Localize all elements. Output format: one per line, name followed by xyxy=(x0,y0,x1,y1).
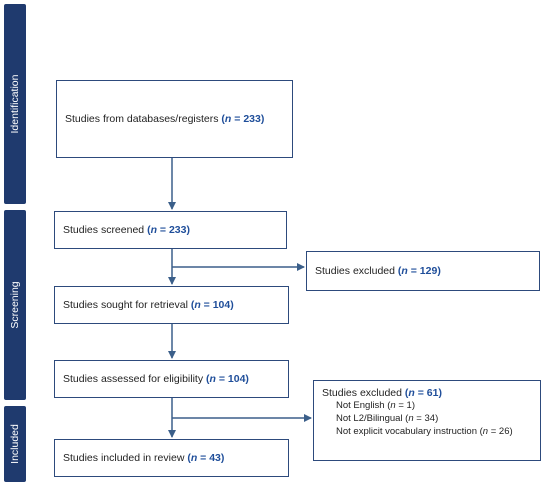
phase-screening-bar: Screening xyxy=(4,210,26,400)
exclusion-reason-item: Not explicit vocabulary instruction (n =… xyxy=(336,426,513,437)
node-assessed-eligibility-count: (n = 104) xyxy=(206,373,249,385)
node-sought-retrieval: Studies sought for retrieval (n = 104) xyxy=(54,286,289,324)
node-sought-retrieval-count: (n = 104) xyxy=(190,299,234,311)
node-assessed-eligibility-label: Studies assessed for eligibility xyxy=(63,373,204,385)
node-included-review: Studies included in review (n = 43) xyxy=(54,439,289,477)
phase-included-bar: Included xyxy=(4,406,26,482)
node-databases: Studies from databases/registers (n = 23… xyxy=(56,80,293,158)
node-databases-label: Studies from databases/registers xyxy=(65,113,219,125)
node-excluded-eligibility-count: (n = 61) xyxy=(404,387,442,399)
node-databases-count: (n = 233) xyxy=(221,113,265,125)
node-screened-count: (n = 233) xyxy=(147,224,190,236)
phase-identification-bar: Identification xyxy=(4,4,26,204)
node-excluded-screening: Studies excluded (n = 129) xyxy=(306,251,540,291)
node-excluded-screening-label: Studies excluded xyxy=(315,265,395,277)
node-included-review-label: Studies included in review xyxy=(63,452,185,464)
node-included-review-count: (n = 43) xyxy=(187,452,225,464)
node-sought-retrieval-label: Studies sought for retrieval xyxy=(63,299,188,311)
node-excluded-eligibility: Studies excluded (n = 61) Not English (n… xyxy=(313,380,541,461)
node-screened: Studies screened (n = 233) xyxy=(54,211,287,249)
node-assessed-eligibility: Studies assessed for eligibility (n = 10… xyxy=(54,360,289,398)
exclusion-reason-item: Not English (n = 1) xyxy=(336,400,415,411)
node-excluded-eligibility-label: Studies excluded xyxy=(322,387,402,399)
node-excluded-screening-count: (n = 129) xyxy=(397,265,441,277)
exclusion-reason-item: Not L2/Bilingual (n = 34) xyxy=(336,413,439,424)
node-screened-label: Studies screened xyxy=(63,224,145,236)
